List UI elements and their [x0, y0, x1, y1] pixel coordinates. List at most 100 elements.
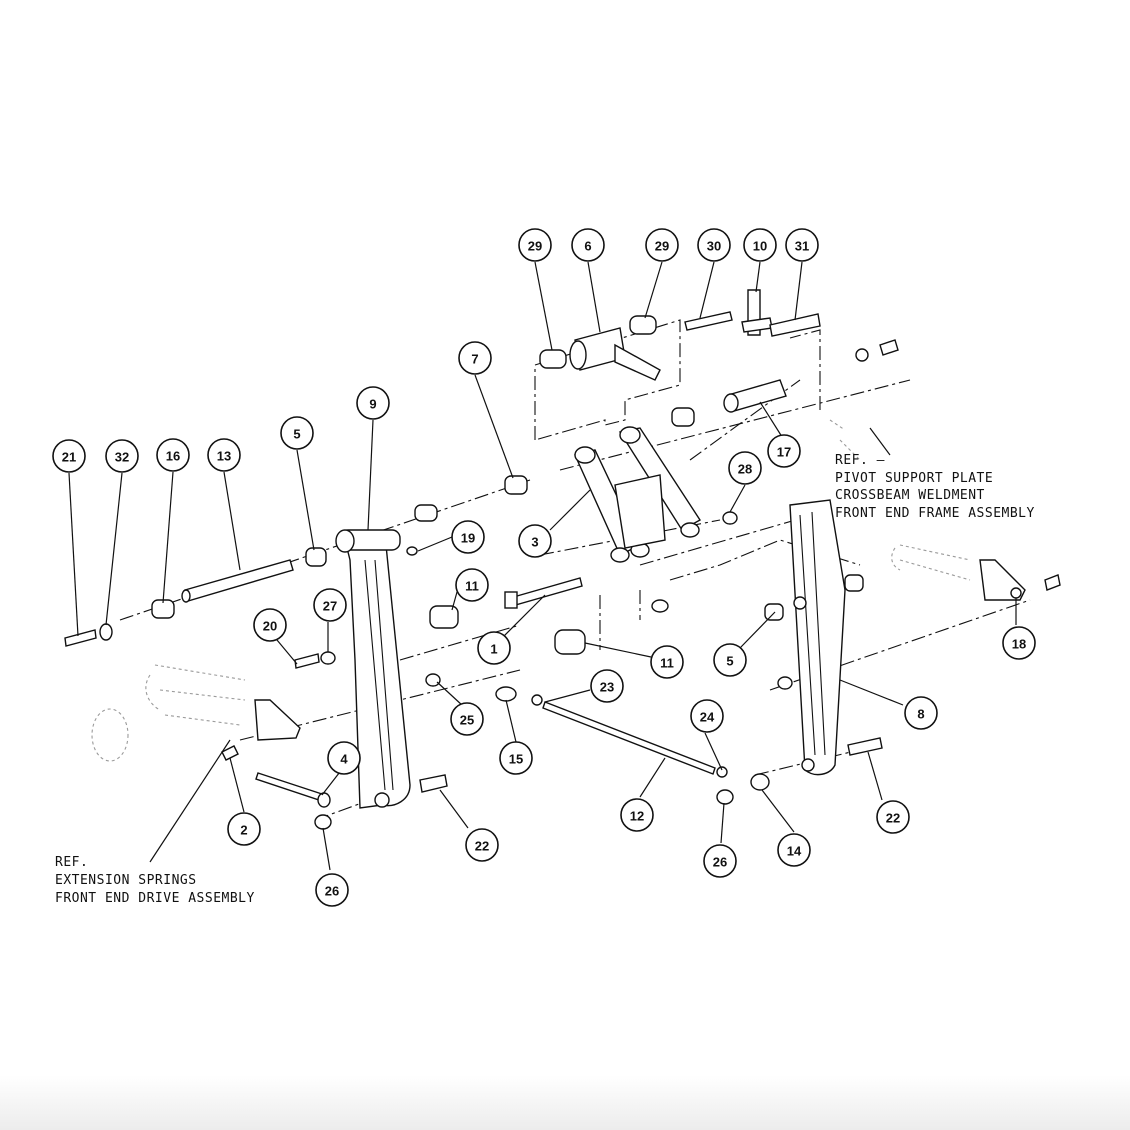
callout-8: 8	[904, 696, 938, 730]
callout-3: 3	[518, 524, 552, 558]
callout-30: 30	[697, 228, 731, 262]
leader-lines	[68, 261, 1017, 871]
callout-number: 30	[707, 239, 721, 254]
page-bottom-shade	[0, 1075, 1130, 1130]
callout-number: 16	[166, 449, 180, 464]
callout-18: 18	[1002, 626, 1036, 660]
callout-circle	[327, 741, 361, 775]
callout-circle	[518, 228, 552, 262]
callout-circle	[451, 520, 485, 554]
callout-circle	[499, 741, 533, 775]
callout-circle	[156, 438, 190, 472]
callout-circle	[697, 228, 731, 262]
callout-number: 2	[240, 823, 247, 838]
callout-6: 6	[571, 228, 605, 262]
callout-26: 26	[703, 844, 737, 878]
ref-right-line-2: PIVOT SUPPORT PLATE	[835, 471, 993, 486]
callout-20: 20	[253, 608, 287, 642]
callout-number: 5	[293, 427, 300, 442]
callout-number: 1	[490, 642, 497, 657]
callout-number: 25	[460, 713, 474, 728]
callout-14: 14	[777, 833, 811, 867]
callout-circle	[777, 833, 811, 867]
callout-5: 5	[280, 416, 314, 450]
callout-number: 23	[600, 680, 614, 695]
callout-circle	[904, 696, 938, 730]
callout-number: 29	[528, 239, 542, 254]
callout-number: 15	[509, 752, 523, 767]
callout-number: 24	[700, 710, 715, 725]
callout-circle	[571, 228, 605, 262]
callout-circle	[477, 631, 511, 665]
callout-number: 3	[531, 535, 538, 550]
callout-29: 29	[645, 228, 679, 262]
callout-31: 31	[785, 228, 819, 262]
callout-number: 20	[263, 619, 277, 634]
callout-circle	[455, 568, 489, 602]
callout-number: 22	[475, 839, 489, 854]
callout-23: 23	[590, 669, 624, 703]
callout-number: 7	[471, 352, 478, 367]
callout-19: 19	[451, 520, 485, 554]
callout-circle	[313, 588, 347, 622]
callout-11: 11	[650, 645, 684, 679]
callout-28: 28	[728, 451, 762, 485]
callout-circle	[52, 439, 86, 473]
callout-circle	[876, 800, 910, 834]
callout-circle	[356, 386, 390, 420]
callout-number: 31	[795, 239, 809, 254]
callout-number: 26	[713, 855, 727, 870]
callout-number: 18	[1012, 637, 1026, 652]
callout-27: 27	[313, 588, 347, 622]
callout-circle	[743, 228, 777, 262]
callout-11: 11	[455, 568, 489, 602]
ref-right-line-4: FRONT END FRAME ASSEMBLY	[835, 506, 1035, 521]
callout-25: 25	[450, 702, 484, 736]
callout-circle	[458, 341, 492, 375]
callout-circle	[713, 643, 747, 677]
bolt-1	[509, 577, 583, 607]
callout-22: 22	[465, 828, 499, 862]
callout-circle	[645, 228, 679, 262]
callout-number: 26	[325, 884, 339, 899]
callout-32: 32	[105, 439, 139, 473]
callout-circle	[105, 439, 139, 473]
callout-number: 8	[917, 707, 924, 722]
reference-note-right: REF. — PIVOT SUPPORT PLATE CROSSBEAM WEL…	[835, 453, 1035, 521]
callout-number: 14	[787, 844, 802, 859]
callout-number: 22	[886, 811, 900, 826]
callout-number: 27	[323, 599, 337, 614]
callout-circle	[620, 798, 654, 832]
ref-left-line-3: FRONT END DRIVE ASSEMBLY	[55, 891, 255, 906]
callout-circle	[465, 828, 499, 862]
callout-number: 6	[584, 239, 591, 254]
callout-circle	[690, 699, 724, 733]
callout-12: 12	[620, 798, 654, 832]
callout-number: 21	[62, 450, 76, 465]
callout-circle	[518, 524, 552, 558]
ref-right-line-1: REF. —	[835, 453, 885, 468]
callout-number: 32	[115, 450, 129, 465]
callout-circle	[315, 873, 349, 907]
parts	[64, 289, 1061, 830]
ref-left-line-2: EXTENSION SPRINGS	[55, 873, 197, 888]
callout-circle	[227, 812, 261, 846]
callout-number: 28	[738, 462, 752, 477]
callout-circle	[590, 669, 624, 703]
callout-circle	[650, 645, 684, 679]
callout-1: 1	[477, 631, 511, 665]
callout-16: 16	[156, 438, 190, 472]
lever-arm-8	[789, 499, 846, 776]
rod-12	[542, 701, 716, 775]
callout-13: 13	[207, 438, 241, 472]
callout-circle	[1002, 626, 1036, 660]
callout-number: 10	[753, 239, 767, 254]
reference-note-left: REF. EXTENSION SPRINGS FRONT END DRIVE A…	[55, 855, 255, 906]
callout-22: 22	[876, 800, 910, 834]
callout-circle	[728, 451, 762, 485]
callout-24: 24	[690, 699, 724, 733]
callout-number: 19	[461, 531, 475, 546]
